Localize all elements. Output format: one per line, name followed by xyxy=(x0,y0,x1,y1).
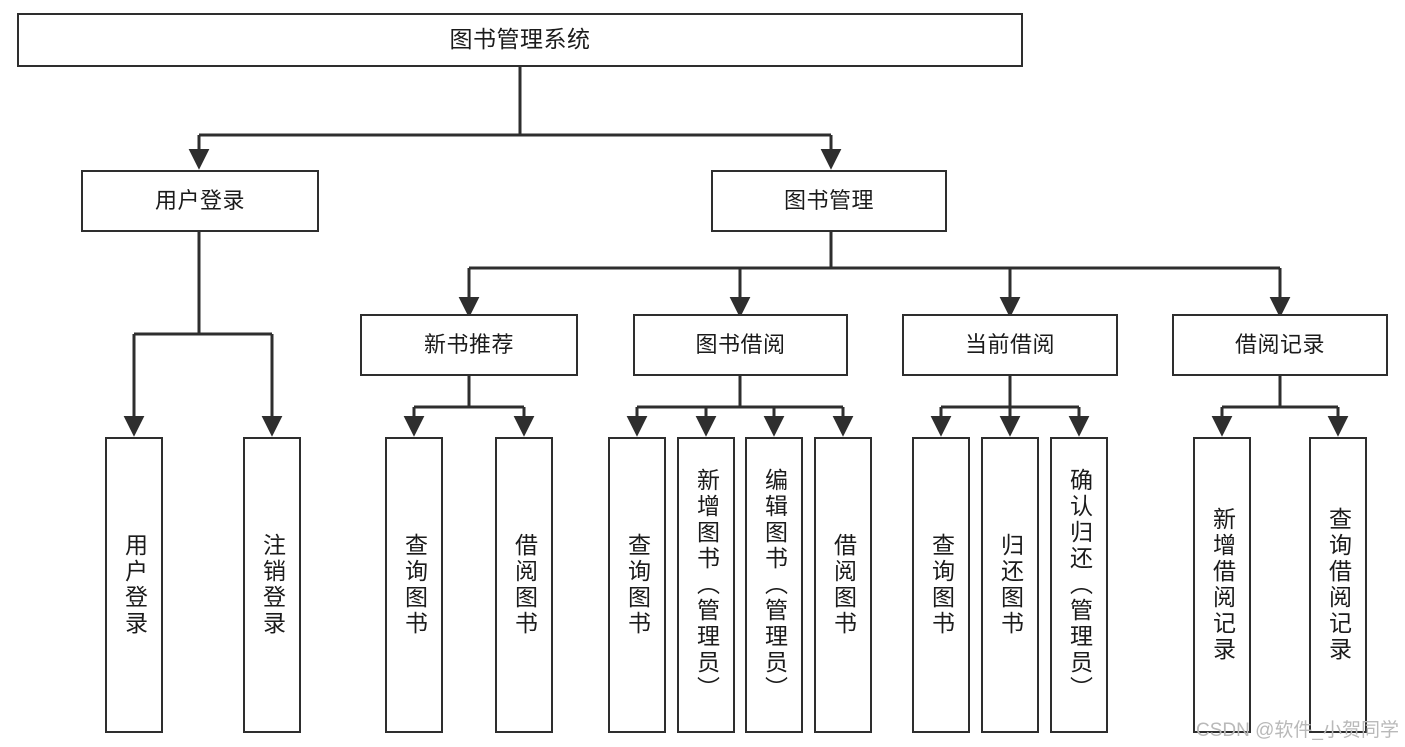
leaf-search-book-borrow[interactable]: 查询图书 xyxy=(608,437,666,733)
leaf-user-login-label: 用户登录 xyxy=(121,533,148,637)
node-user-login[interactable]: 用户登录 xyxy=(81,170,319,232)
node-book-borrow[interactable]: 图书借阅 xyxy=(633,314,848,376)
node-current-borrow[interactable]: 当前借阅 xyxy=(902,314,1118,376)
leaf-user-login[interactable]: 用户登录 xyxy=(105,437,163,733)
leaf-search-book-current[interactable]: 查询图书 xyxy=(912,437,970,733)
leaf-logout[interactable]: 注销登录 xyxy=(243,437,301,733)
leaf-add-book-admin[interactable]: 新增图书（管理员） xyxy=(677,437,735,733)
node-current-borrow-label: 当前借阅 xyxy=(964,332,1055,358)
csdn-watermark: CSDN @软件_小贺同学 xyxy=(1196,720,1399,741)
leaf-borrow-book-recommend-label: 借阅图书 xyxy=(511,533,538,637)
leaf-search-borrow-record[interactable]: 查询借阅记录 xyxy=(1309,437,1367,733)
node-book-manage-label: 图书管理 xyxy=(783,188,874,214)
leaf-add-borrow-record-label: 新增借阅记录 xyxy=(1209,507,1236,663)
leaf-borrow-book-recommend[interactable]: 借阅图书 xyxy=(495,437,553,733)
leaf-add-book-admin-label: 新增图书（管理员） xyxy=(693,468,720,702)
leaf-add-borrow-record[interactable]: 新增借阅记录 xyxy=(1193,437,1251,733)
leaf-edit-book-admin[interactable]: 编辑图书（管理员） xyxy=(745,437,803,733)
leaf-borrow-book-label: 借阅图书 xyxy=(830,533,857,637)
leaf-search-book-recommend[interactable]: 查询图书 xyxy=(385,437,443,733)
node-borrow-record-label: 借阅记录 xyxy=(1234,332,1325,358)
leaf-confirm-return-admin-label: 确认归还（管理员） xyxy=(1066,468,1093,702)
leaf-borrow-book[interactable]: 借阅图书 xyxy=(814,437,872,733)
node-root-label: 图书管理系统 xyxy=(449,26,591,53)
node-root[interactable]: 图书管理系统 xyxy=(17,13,1023,67)
leaf-search-book-current-label: 查询图书 xyxy=(928,533,955,637)
node-book-borrow-label: 图书借阅 xyxy=(695,332,786,358)
leaf-return-book-label: 归还图书 xyxy=(997,533,1024,637)
leaf-search-book-borrow-label: 查询图书 xyxy=(624,533,651,637)
leaf-confirm-return-admin[interactable]: 确认归还（管理员） xyxy=(1050,437,1108,733)
node-borrow-record[interactable]: 借阅记录 xyxy=(1172,314,1388,376)
node-new-book-recommend-label: 新书推荐 xyxy=(423,332,514,358)
leaf-search-book-recommend-label: 查询图书 xyxy=(401,533,428,637)
node-book-manage[interactable]: 图书管理 xyxy=(711,170,947,232)
leaf-logout-label: 注销登录 xyxy=(259,533,286,637)
leaf-search-borrow-record-label: 查询借阅记录 xyxy=(1325,507,1352,663)
leaf-edit-book-admin-label: 编辑图书（管理员） xyxy=(761,468,788,702)
node-user-login-label: 用户登录 xyxy=(154,188,245,214)
node-new-book-recommend[interactable]: 新书推荐 xyxy=(360,314,578,376)
leaf-return-book[interactable]: 归还图书 xyxy=(981,437,1039,733)
